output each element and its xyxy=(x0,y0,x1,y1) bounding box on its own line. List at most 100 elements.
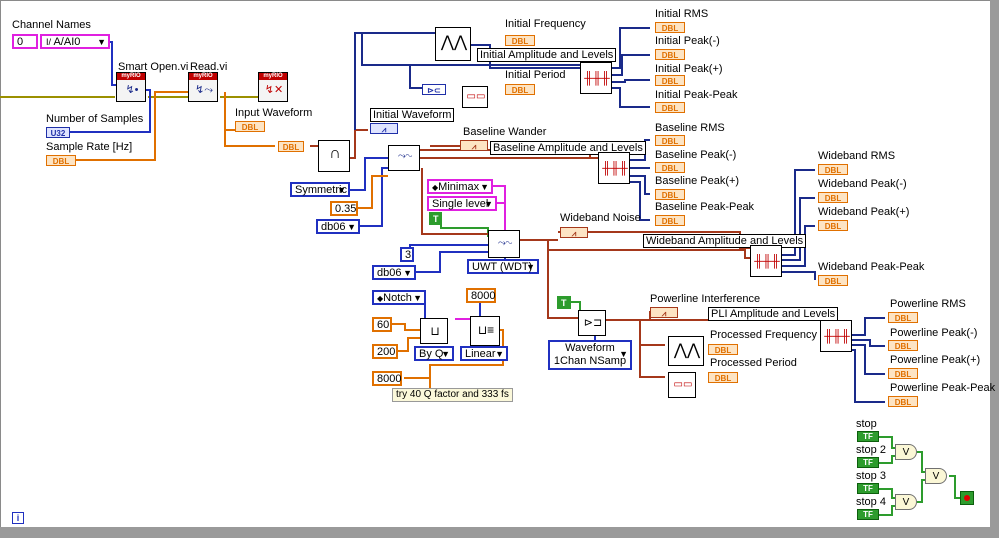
wavelet-denoise-vi[interactable]: ⤳∿ xyxy=(388,145,420,171)
vertical-scrollbar[interactable] xyxy=(990,0,999,538)
loop-condition-stop-icon[interactable] xyxy=(960,491,974,505)
powerline-rms-terminal[interactable]: DBL xyxy=(888,312,918,323)
sample-8000-top-constant[interactable]: 8000 xyxy=(466,288,496,303)
dropdown-arrow-icon[interactable]: ▼ xyxy=(97,37,106,47)
wideband-rms-terminal[interactable]: DBL xyxy=(818,164,848,175)
initial-rms-terminal[interactable]: DBL xyxy=(655,22,685,33)
or-gate-1[interactable]: V xyxy=(895,444,917,460)
true-constant-2[interactable]: T xyxy=(557,296,571,309)
smart-open-vi[interactable]: myRIO↯• xyxy=(116,72,146,102)
channel-names-control[interactable]: I/ A/AI0 ▼ xyxy=(40,34,110,49)
waveform-convert-vi[interactable]: ⊳⊐ xyxy=(578,310,606,336)
wideband-peak-pos-terminal[interactable]: DBL xyxy=(818,220,848,231)
wideband-peak-neg-terminal[interactable]: DBL xyxy=(818,192,848,203)
initial-peak-pos-terminal[interactable]: DBL xyxy=(655,75,685,86)
info-icon[interactable]: i xyxy=(12,512,24,524)
powerline-interference-terminal[interactable]: ⩘ xyxy=(650,307,678,318)
initial-waveform-terminal[interactable]: ⩘ xyxy=(370,123,398,134)
number-of-samples-terminal[interactable]: U32 xyxy=(46,127,70,138)
powerline-peak-pos-label: Powerline Peak(+) xyxy=(890,354,981,366)
baseline-wander-terminal[interactable]: ⩘ xyxy=(460,140,488,151)
stop-terminal[interactable]: TF xyxy=(857,431,879,442)
wavelet-filter-vi[interactable]: ⤳∿ xyxy=(488,230,520,258)
dropdown-arrow-icon[interactable]: ▼ xyxy=(484,199,493,209)
true-constant[interactable]: T xyxy=(429,212,442,225)
pli-amplitude-vi[interactable]: ╫╫╫ xyxy=(820,320,852,352)
dropdown-arrow-icon[interactable]: ▼ xyxy=(480,182,489,192)
dropdown-arrow-icon[interactable]: ▼ xyxy=(337,185,346,195)
initial-peak-neg-terminal[interactable]: DBL xyxy=(655,49,685,60)
unbundle-timing-node-2[interactable]: ▭▭ xyxy=(668,372,696,398)
initial-peak-peak-terminal[interactable]: DBL xyxy=(655,102,685,113)
processed-frequency-terminal[interactable]: DBL xyxy=(708,344,738,355)
close-vi[interactable]: myRIO↯✕ xyxy=(258,72,288,102)
linear-control[interactable]: Linear▼ xyxy=(460,346,508,361)
dropdown-arrow-icon[interactable]: ▼ xyxy=(526,262,535,272)
sample-rate-terminal[interactable]: DBL xyxy=(46,155,76,166)
wideband-peak-peak-label: Wideband Peak-Peak xyxy=(818,261,925,273)
cutoff-constant[interactable]: 0.35 xyxy=(330,201,358,216)
dropdown-arrow-icon[interactable]: ▼ xyxy=(413,293,422,303)
extract-tone-vi[interactable]: ⋀⋀ xyxy=(435,27,471,61)
window-symmetric-control[interactable]: Symmetric▼ xyxy=(290,182,350,197)
wavelet-db06-control-2[interactable]: db06▼ xyxy=(372,265,416,280)
build-waveform-node[interactable]: DBL xyxy=(278,141,304,152)
channel-index-control[interactable]: 0 xyxy=(12,34,38,49)
extract-tone-vi-2[interactable]: ⋀⋀ xyxy=(668,336,704,366)
enum-icon: ◆ xyxy=(377,294,384,303)
dropdown-arrow-icon[interactable]: ▼ xyxy=(403,268,412,278)
dropdown-arrow-icon[interactable]: ▼ xyxy=(347,222,356,232)
myrio-tag: myRIO xyxy=(117,73,145,80)
read-vi[interactable]: myRIO↯⤳ xyxy=(188,72,218,102)
stop2-terminal[interactable]: TF xyxy=(857,457,879,468)
filter-design-vi[interactable]: ∩ xyxy=(318,140,350,172)
threshold-level-control[interactable]: Single level▼ xyxy=(427,196,497,211)
timing-icon: ▭▭ xyxy=(673,379,693,390)
stop3-terminal[interactable]: TF xyxy=(857,483,879,494)
input-waveform-terminal[interactable]: DBL xyxy=(235,121,265,132)
wideband-amplitude-vi[interactable]: ╫╫╫ xyxy=(750,245,782,277)
timing-icon: ▭▭ xyxy=(466,91,486,102)
dropdown-arrow-icon[interactable]: ▼ xyxy=(495,349,504,359)
baseline-peak-peak-terminal[interactable]: DBL xyxy=(655,215,685,226)
frequency-60-constant[interactable]: 60 xyxy=(372,317,392,332)
index-waveform-node[interactable]: ⊳⊂ xyxy=(422,84,446,95)
baseline-peak-pos-label: Baseline Peak(+) xyxy=(655,175,740,187)
powerline-peak-neg-terminal[interactable]: DBL xyxy=(888,340,918,351)
waveform-1chan-control[interactable]: Waveform 1Chan NSamp ▼ xyxy=(548,340,632,370)
powerline-peak-pos-terminal[interactable]: DBL xyxy=(888,368,918,379)
unbundle-timing-node[interactable]: ▭▭ xyxy=(462,86,488,108)
sample-8000-bottom-constant[interactable]: 8000 xyxy=(372,371,402,386)
initial-amplitude-vi[interactable]: ╫╫╫ xyxy=(580,62,612,94)
by-q-control[interactable]: By Q▼ xyxy=(414,346,454,361)
uwt-control[interactable]: UWT (WDT)▼ xyxy=(467,259,539,274)
notch-filter-type-control[interactable]: ◆Notch▼ xyxy=(372,290,426,305)
stop4-terminal[interactable]: TF xyxy=(857,509,879,520)
by-q-value: By Q xyxy=(419,348,444,360)
baseline-amplitude-vi[interactable]: ╫╫╫ xyxy=(598,152,630,184)
wavelet-icon: ⤳∿ xyxy=(497,238,513,249)
baseline-peak-pos-terminal[interactable]: DBL xyxy=(655,189,685,200)
baseline-peak-neg-terminal[interactable]: DBL xyxy=(655,162,685,173)
or-gate-2[interactable]: V xyxy=(895,494,917,510)
baseline-rms-terminal[interactable]: DBL xyxy=(655,135,685,146)
threshold-rule-control[interactable]: ◆Minimax▼ xyxy=(427,179,493,194)
apply-filter-vi[interactable]: ⊔≡ xyxy=(470,316,500,346)
amplitude-levels-icon: ╫╫╫ xyxy=(754,254,780,268)
wideband-noise-terminal[interactable]: ⩘ xyxy=(560,227,588,238)
or-gate-3[interactable]: V xyxy=(925,468,947,484)
initial-frequency-terminal[interactable]: DBL xyxy=(505,35,535,46)
horizontal-scrollbar[interactable] xyxy=(0,527,999,538)
notch-design-vi[interactable]: ⊔ xyxy=(420,318,448,344)
level-3-constant[interactable]: 3 xyxy=(400,247,414,262)
wavelet-db06-control[interactable]: db06▼ xyxy=(316,219,360,234)
powerline-peak-peak-terminal[interactable]: DBL xyxy=(888,396,918,407)
dropdown-arrow-icon[interactable]: ▼ xyxy=(441,349,450,359)
dropdown-arrow-icon[interactable]: ▼ xyxy=(619,349,628,359)
processed-period-terminal[interactable]: DBL xyxy=(708,372,738,383)
initial-period-terminal[interactable]: DBL xyxy=(505,84,535,95)
value-200-constant[interactable]: 200 xyxy=(372,344,398,359)
wideband-peak-peak-terminal[interactable]: DBL xyxy=(818,275,848,286)
initial-peak-neg-label: Initial Peak(-) xyxy=(655,35,720,47)
waveform-graph-icon: ⩘ xyxy=(661,309,667,318)
